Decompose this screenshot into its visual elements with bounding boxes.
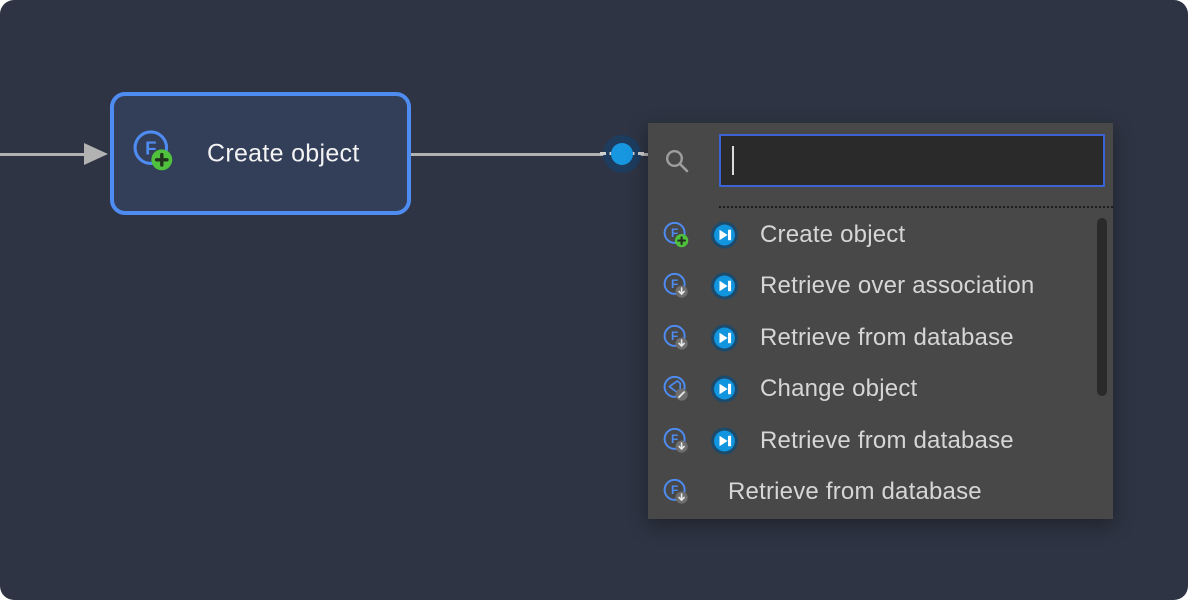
list-item-label: Change object	[760, 375, 918, 403]
action-play-icon	[710, 375, 739, 404]
search-input[interactable]	[721, 136, 1103, 185]
text-caret	[732, 146, 734, 175]
retrieve-icon: F	[662, 272, 690, 300]
quick-insert-panel: F Create object F Retrieve over associat…	[648, 123, 1113, 519]
search-icon	[664, 148, 690, 174]
action-play-icon	[710, 323, 739, 352]
outgoing-flow-line	[411, 153, 648, 156]
action-play-icon	[710, 220, 739, 249]
svg-text:F: F	[671, 432, 678, 446]
action-play-icon	[710, 426, 739, 455]
create-object-node[interactable]: F Create object	[110, 92, 411, 215]
suggestion-list: F Create object F Retrieve over associat…	[648, 209, 1113, 518]
retrieve-icon: F	[662, 427, 690, 455]
flow-arrowhead-icon	[84, 143, 108, 165]
action-play-icon	[710, 272, 739, 301]
create-object-icon: F	[662, 221, 690, 249]
scrollbar-thumb[interactable]	[1097, 218, 1107, 396]
svg-text:F: F	[671, 277, 678, 291]
list-item[interactable]: F Retrieve from database	[648, 467, 1113, 519]
list-item-label: Retrieve from database	[728, 478, 982, 506]
node-label: Create object	[207, 139, 360, 167]
panel-separator	[719, 206, 1113, 208]
svg-text:F: F	[671, 226, 678, 240]
list-item-label: Retrieve from database	[760, 323, 1014, 351]
list-item-label: Create object	[760, 220, 906, 248]
list-item[interactable]: F Create object	[648, 209, 1113, 261]
connection-endpoint-dot[interactable]	[611, 143, 633, 165]
list-item[interactable]: F Retrieve from database	[648, 415, 1113, 467]
list-item[interactable]: Change object	[648, 364, 1113, 416]
svg-text:F: F	[671, 483, 678, 497]
incoming-flow-line	[0, 153, 86, 156]
list-item[interactable]: F Retrieve over association	[648, 261, 1113, 313]
search-box	[719, 134, 1105, 187]
svg-text:F: F	[145, 137, 156, 158]
retrieve-icon: F	[662, 478, 690, 506]
retrieve-icon: F	[662, 324, 690, 352]
list-item[interactable]: F Retrieve from database	[648, 312, 1113, 364]
list-item-label: Retrieve over association	[760, 272, 1035, 300]
list-item-label: Retrieve from database	[760, 426, 1014, 454]
svg-text:F: F	[671, 329, 678, 343]
change-object-icon	[662, 375, 690, 403]
create-object-icon: F	[131, 129, 175, 173]
